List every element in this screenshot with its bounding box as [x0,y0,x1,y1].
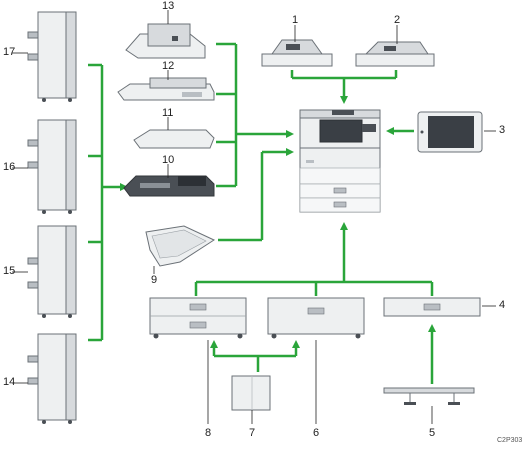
left-leader-lines [12,52,28,384]
accessory-13 [125,23,206,59]
callout-6: 6 [313,427,320,439]
control-panel-3 [417,111,483,153]
top-leader-lines [294,25,398,44]
middle-connector [216,42,294,242]
callout-3: 3 [499,124,506,136]
finisher-17 [27,11,77,102]
callout-14: 14 [3,376,16,388]
finisher-connector [88,63,128,342]
bottom-leader-lines [207,305,496,424]
callout-16: 16 [3,161,16,173]
callout-8: 8 [205,427,212,439]
accessory-9 [145,225,216,267]
accessory-11 [133,129,215,149]
callout-4: 4 [499,299,506,311]
callout-1: 1 [292,14,299,26]
accessory-12 [117,77,215,101]
finisher-16 [27,119,77,214]
unit-7 [231,375,271,411]
callout-15: 15 [3,265,16,277]
feeder-connector [290,70,398,104]
callout-13: 13 [162,0,175,12]
bottom-connector [194,222,436,384]
figure-code: C2P303 [497,437,523,444]
callout-12: 12 [162,60,175,72]
callout-9: 9 [151,274,158,286]
callout-5: 5 [429,427,436,439]
paper-unit-8 [149,297,247,339]
feeder-2 [355,41,435,67]
callout-2: 2 [394,14,401,26]
middle-leader-lines [153,10,169,274]
callout-17: 17 [3,46,16,58]
finisher-14 [27,333,77,424]
stand-5 [383,387,475,405]
callout-10: 10 [162,154,175,166]
accessory-10 [123,175,215,197]
callout-11: 11 [162,107,174,119]
feeder-1 [261,39,333,67]
main-unit [299,109,381,213]
paper-unit-4 [383,297,481,317]
finisher-15 [27,225,77,318]
callout-7: 7 [249,427,256,439]
paper-unit-6 [267,297,365,339]
